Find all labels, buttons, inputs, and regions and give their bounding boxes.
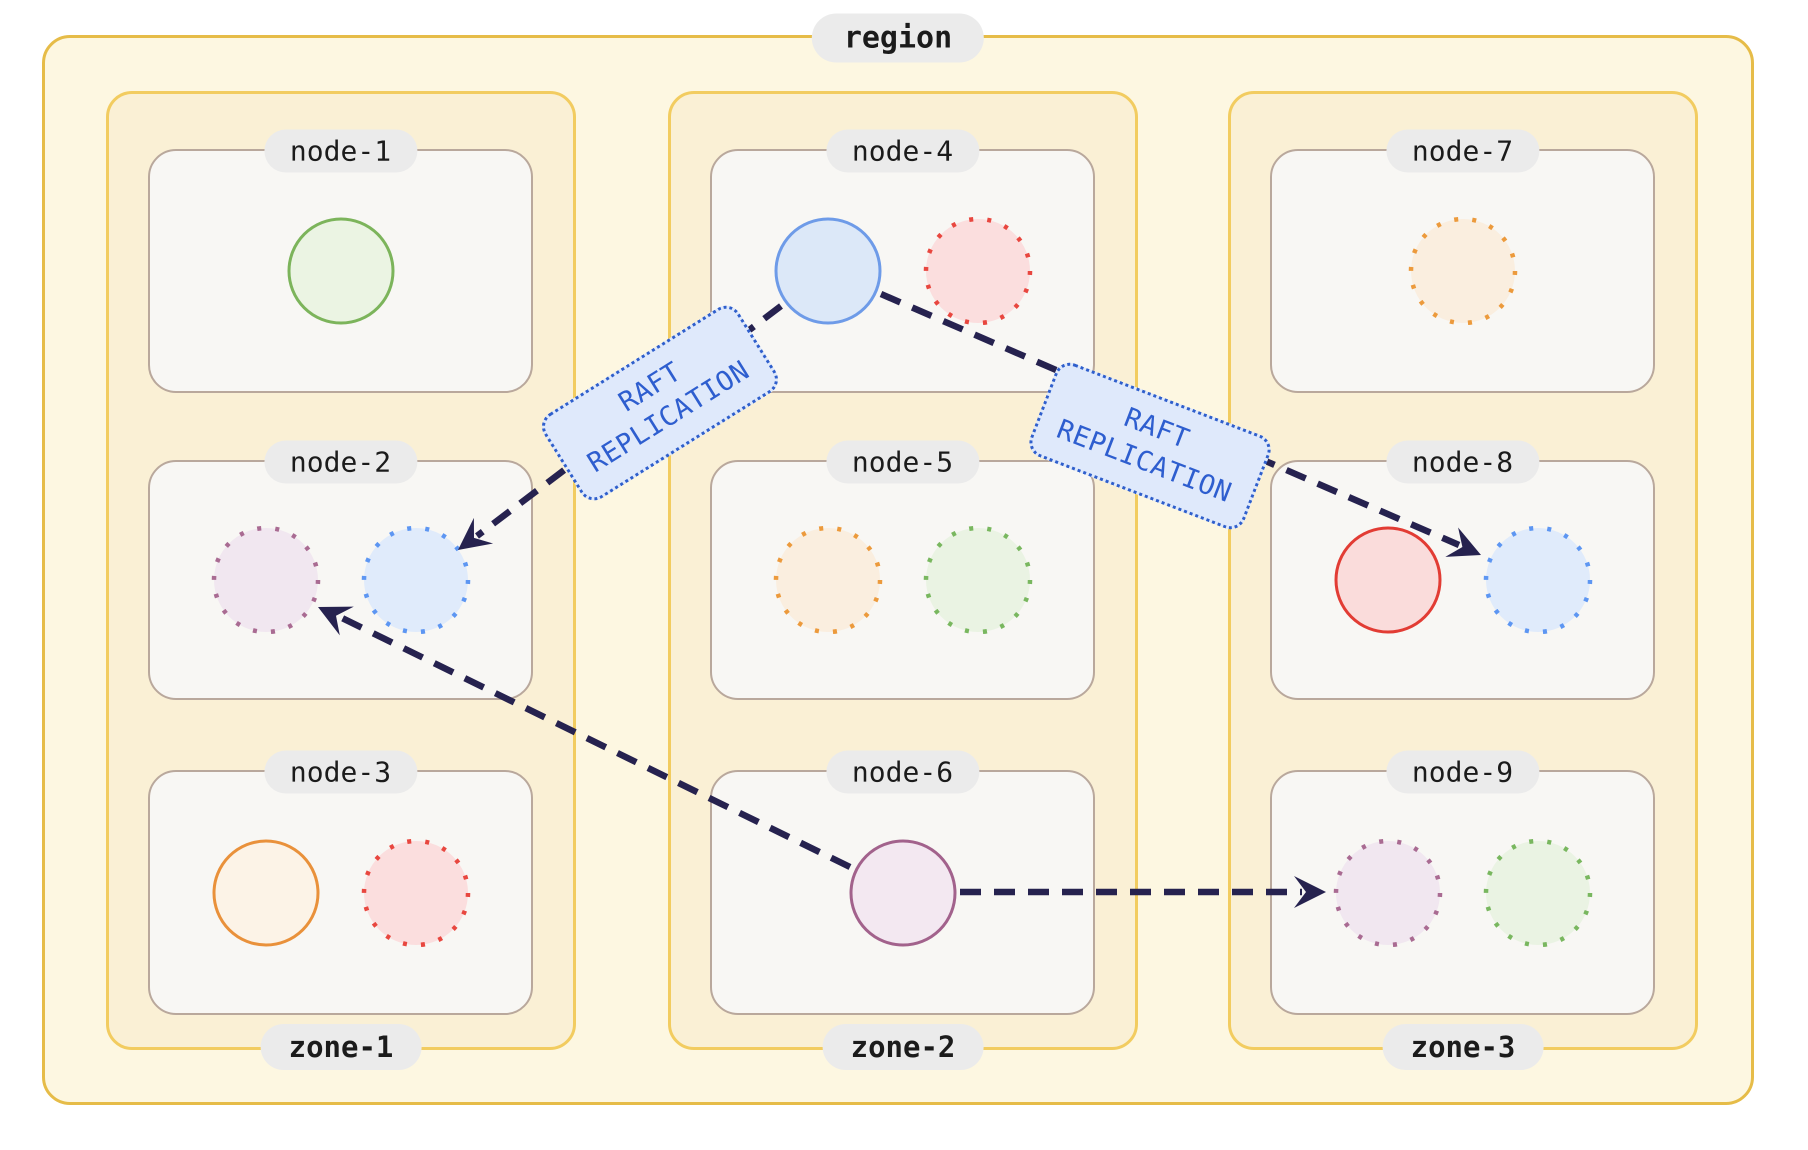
node-7-label: node-7 [1385,129,1540,173]
node-7-replica-orange-dotted-icon [1408,216,1517,326]
node-3-replica-orange-solid-icon [212,839,319,946]
node-5-label: node-5 [825,440,980,484]
node-8-label: node-8 [1385,440,1540,484]
zone-3-label: zone-3 [1382,1024,1544,1070]
node-8-card: node-8 [1270,440,1655,700]
node-4-replica-blue-solid-icon [774,217,881,325]
node-8-replica-blue-dotted-icon [1483,525,1592,635]
node-3-card: node-3 [148,750,533,1015]
node-5-replica-green-dotted-icon [923,525,1032,635]
node-1-card: node-1 [148,129,533,393]
node-2-card: node-2 [148,440,533,700]
node-5-replica-orange-dotted-icon [773,525,882,635]
zone-1-label: zone-1 [260,1024,422,1070]
node-1-label: node-1 [263,129,418,173]
node-6-card: node-6 [710,750,1095,1015]
node-2-replica-blue-dotted-icon [361,525,470,635]
node-6-replica-purple-solid-icon [849,839,956,946]
node-3-replica-red-dotted-icon [361,838,470,947]
node-8-replica-red-solid-icon [1334,526,1441,634]
node-9-replica-purple-dotted-icon [1333,838,1442,947]
region-container: region node-1 node-2 node-3 zone-1 node-… [42,13,1754,1105]
node-2-replica-purple-dotted-icon [211,525,320,635]
zone-2-container: node-4 node-5 node-6 zone-2 [668,91,1138,1070]
region-label: region [811,13,985,63]
node-9-label: node-9 [1385,750,1540,794]
node-6-label: node-6 [825,750,980,794]
node-4-replica-red-dotted-icon [923,216,1032,326]
node-3-label: node-3 [263,750,418,794]
node-4-card: node-4 [710,129,1095,393]
node-4-label: node-4 [825,129,980,173]
node-5-card: node-5 [710,440,1095,700]
node-2-label: node-2 [263,440,418,484]
node-9-card: node-9 [1270,750,1655,1015]
node-1-replica-green-solid-icon [287,217,394,325]
zone-3-container: node-7 node-8 node-9 zone-3 [1228,91,1698,1070]
node-9-replica-green-dotted-icon [1483,838,1592,947]
zone-2-label: zone-2 [822,1024,984,1070]
node-7-card: node-7 [1270,129,1655,393]
zone-1-container: node-1 node-2 node-3 zone-1 [106,91,576,1070]
